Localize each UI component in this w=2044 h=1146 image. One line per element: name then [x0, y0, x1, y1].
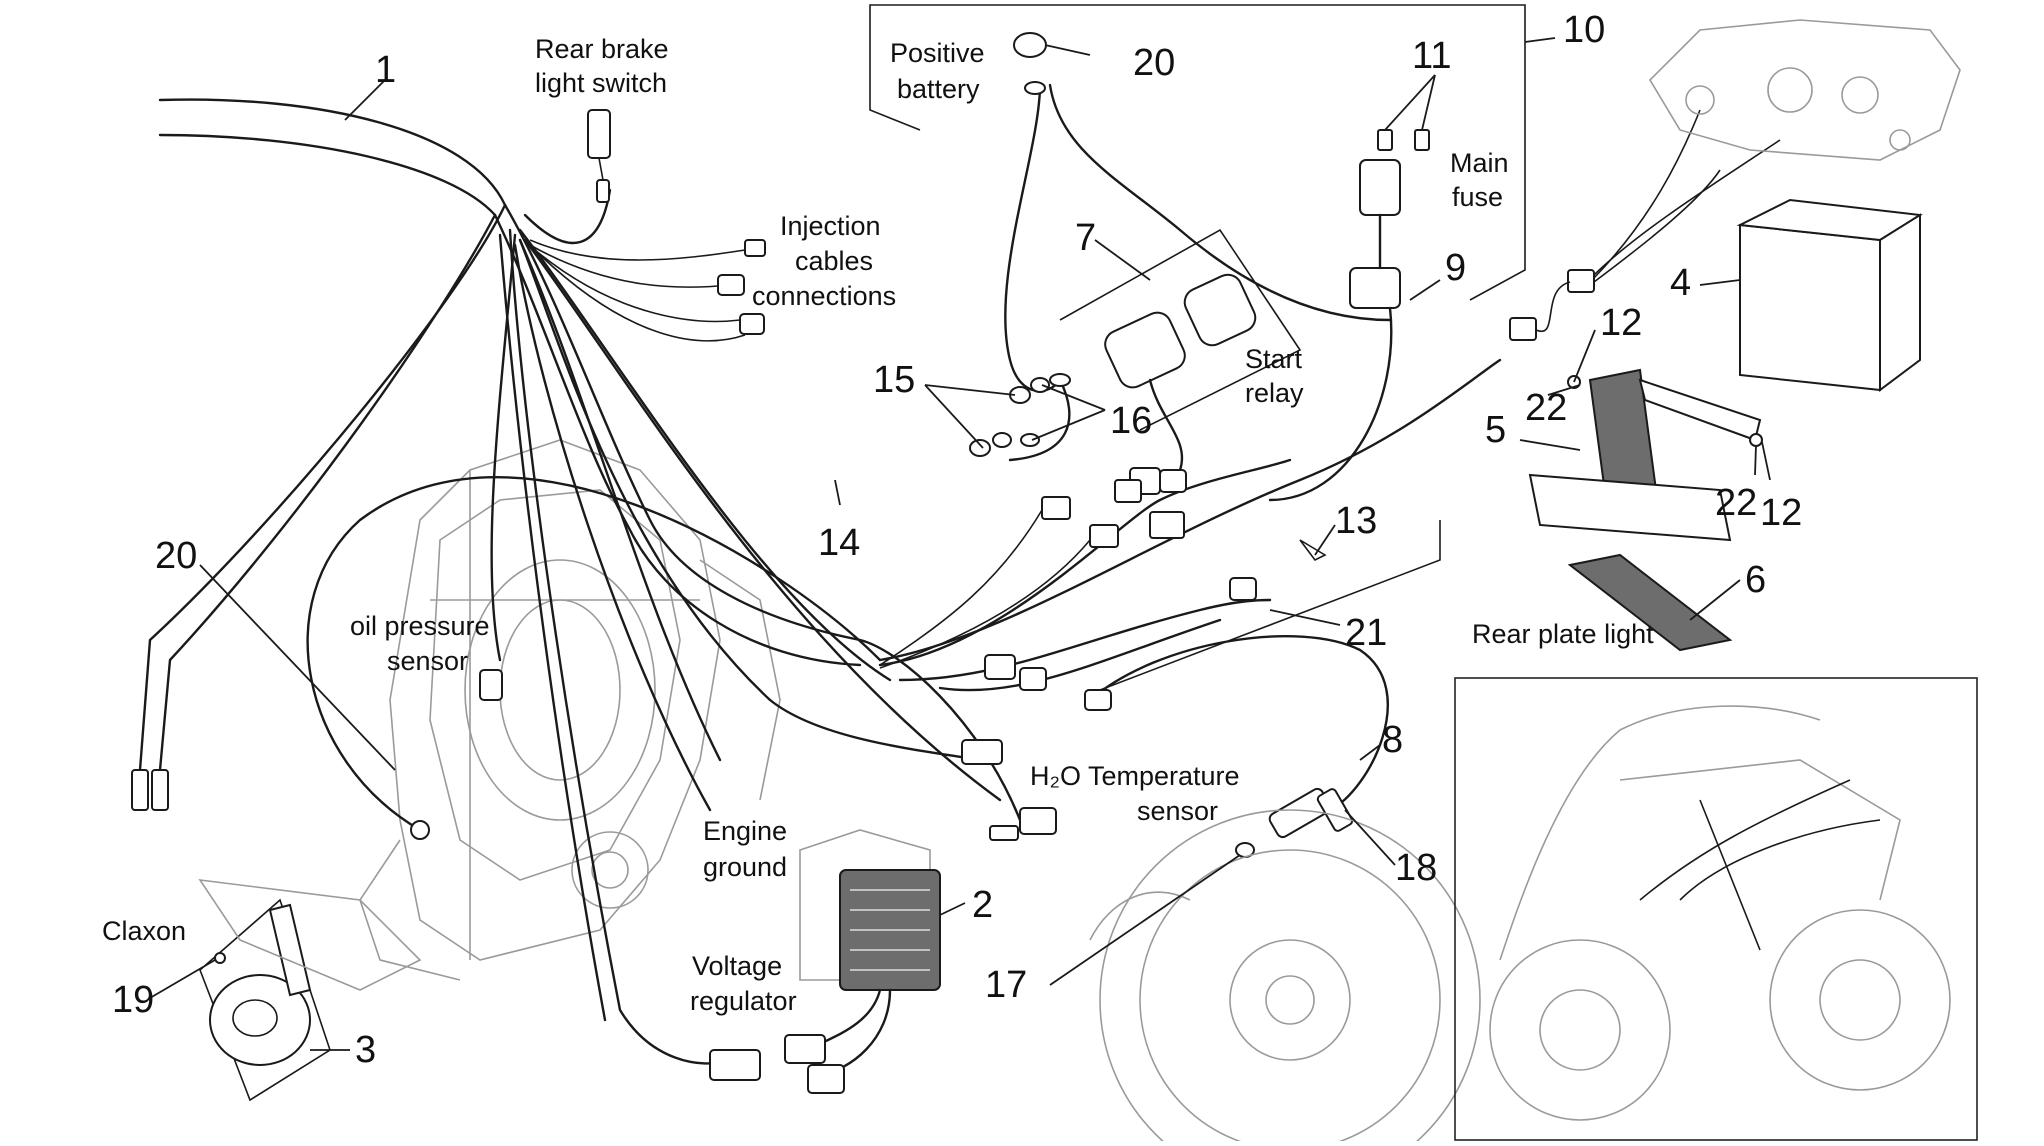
callout-7: 7	[1075, 217, 1096, 259]
label-h2o-temp-1: H₂O Temperature	[1030, 761, 1240, 791]
label-start-relay-2: relay	[1245, 378, 1304, 408]
callout-21: 21	[1345, 612, 1387, 654]
label-main-fuse-1: Main	[1450, 148, 1509, 178]
callout-numbers: 1 2 3 4 5 6 7 8 9 10 11 12 12 13 14 15 1…	[112, 9, 1802, 1071]
label-rear-brake-2: light switch	[535, 68, 667, 98]
rear-light-connector	[1509, 109, 1781, 341]
harness-14	[306, 358, 1502, 840]
label-main-fuse-2: fuse	[1452, 182, 1503, 212]
callout-4: 4	[1670, 262, 1691, 304]
callout-5: 5	[1485, 409, 1506, 451]
callout-15: 15	[873, 359, 915, 401]
battery-bracket	[1528, 368, 1763, 542]
label-rear-brake-1: Rear brake	[535, 34, 669, 64]
callout-6: 6	[1745, 559, 1766, 601]
label-rear-plate: Rear plate light	[1472, 619, 1654, 649]
callout-10: 10	[1563, 9, 1605, 51]
callout-1: 1	[375, 49, 396, 91]
oil-pressure-connector	[479, 669, 503, 701]
harness-21	[898, 520, 1441, 692]
label-engine-ground-1: Engine	[703, 816, 787, 846]
label-injection-1: Injection	[780, 211, 881, 241]
callout-14: 14	[818, 522, 860, 564]
sensor-cable-8	[1084, 635, 1389, 858]
callout-2: 2	[972, 884, 993, 926]
callout-11: 11	[1412, 35, 1451, 77]
bracket-10	[869, 4, 1526, 301]
positive-battery-cable	[1004, 32, 1392, 462]
claxon	[198, 878, 422, 1102]
callout-9: 9	[1445, 247, 1466, 289]
callout-12b: 12	[1760, 492, 1802, 534]
claxon-connector	[131, 769, 169, 811]
callout-8: 8	[1382, 719, 1403, 761]
flywheel	[1089, 809, 1481, 1146]
label-h2o-temp-2: sensor	[1137, 796, 1218, 826]
label-injection-2: cables	[795, 246, 873, 276]
engine-block	[359, 439, 781, 981]
callout-12a: 12	[1600, 302, 1642, 344]
label-voltage-regulator-2: regulator	[690, 986, 797, 1016]
callout-16: 16	[1110, 400, 1152, 442]
battery	[1736, 198, 1923, 392]
callout-13: 13	[1335, 500, 1377, 542]
label-oil-pressure-2: sensor	[387, 646, 468, 676]
callout-20a: 20	[1133, 42, 1175, 84]
callout-18: 18	[1395, 847, 1437, 889]
label-voltage-regulator-1: Voltage	[692, 951, 782, 981]
main-fuse	[1268, 129, 1430, 502]
label-positive-battery-2: battery	[897, 74, 980, 104]
relay-connectors	[879, 479, 1185, 669]
label-start-relay-1: Start	[1245, 344, 1303, 374]
callout-19: 19	[112, 979, 154, 1021]
rear-brake-switch	[587, 109, 611, 203]
leader-lines	[149, 37, 1771, 1051]
label-engine-ground-2: ground	[703, 852, 787, 882]
callout-22a: 22	[1525, 387, 1567, 429]
h2o-sensor	[858, 638, 1057, 841]
label-claxon: Claxon	[102, 916, 186, 946]
injection-connectors	[717, 239, 766, 335]
inset-overview	[1454, 677, 1978, 1141]
rear-plate-light	[1567, 553, 1733, 652]
text-labels: Rear brake light switch Injection cables…	[102, 34, 1654, 1016]
main-harness	[138, 98, 1002, 1065]
callout-3: 3	[355, 1029, 376, 1071]
washers-15-16	[969, 373, 1071, 457]
label-injection-3: connections	[752, 281, 896, 311]
label-oil-pressure-1: oil pressure	[350, 611, 490, 641]
callout-20b: 20	[155, 535, 197, 577]
start-relay	[1059, 228, 1302, 495]
callout-22b: 22	[1715, 482, 1757, 524]
label-positive-battery-1: Positive	[890, 38, 985, 68]
tail-light	[1648, 19, 1961, 161]
voltage-regulator	[709, 829, 941, 1094]
callout-17: 17	[985, 964, 1027, 1006]
